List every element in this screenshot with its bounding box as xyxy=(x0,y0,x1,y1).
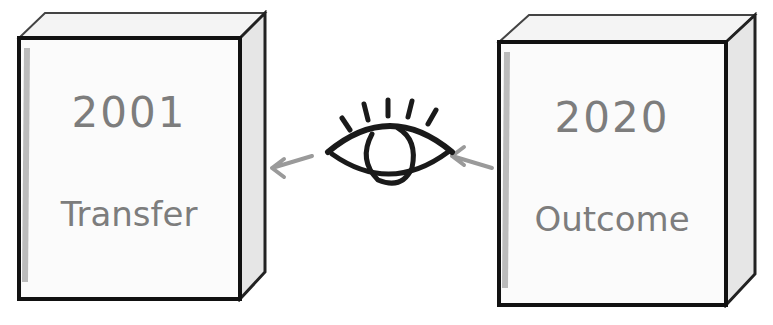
cube-box: 2020Outcome xyxy=(496,12,758,308)
gaze-arrow xyxy=(272,147,492,177)
year-label: 2020 xyxy=(555,93,670,142)
year-label: 2001 xyxy=(72,88,187,137)
box-title: Outcome xyxy=(534,199,689,239)
cube-outline xyxy=(16,10,268,302)
cube-outline xyxy=(496,12,758,308)
cube-front-face: 2001Transfer xyxy=(16,38,242,302)
arrow-line xyxy=(272,147,492,177)
box-title: Transfer xyxy=(61,194,198,234)
cube-box: 2001Transfer xyxy=(16,10,268,302)
cube-front-face: 2020Outcome xyxy=(496,42,728,308)
